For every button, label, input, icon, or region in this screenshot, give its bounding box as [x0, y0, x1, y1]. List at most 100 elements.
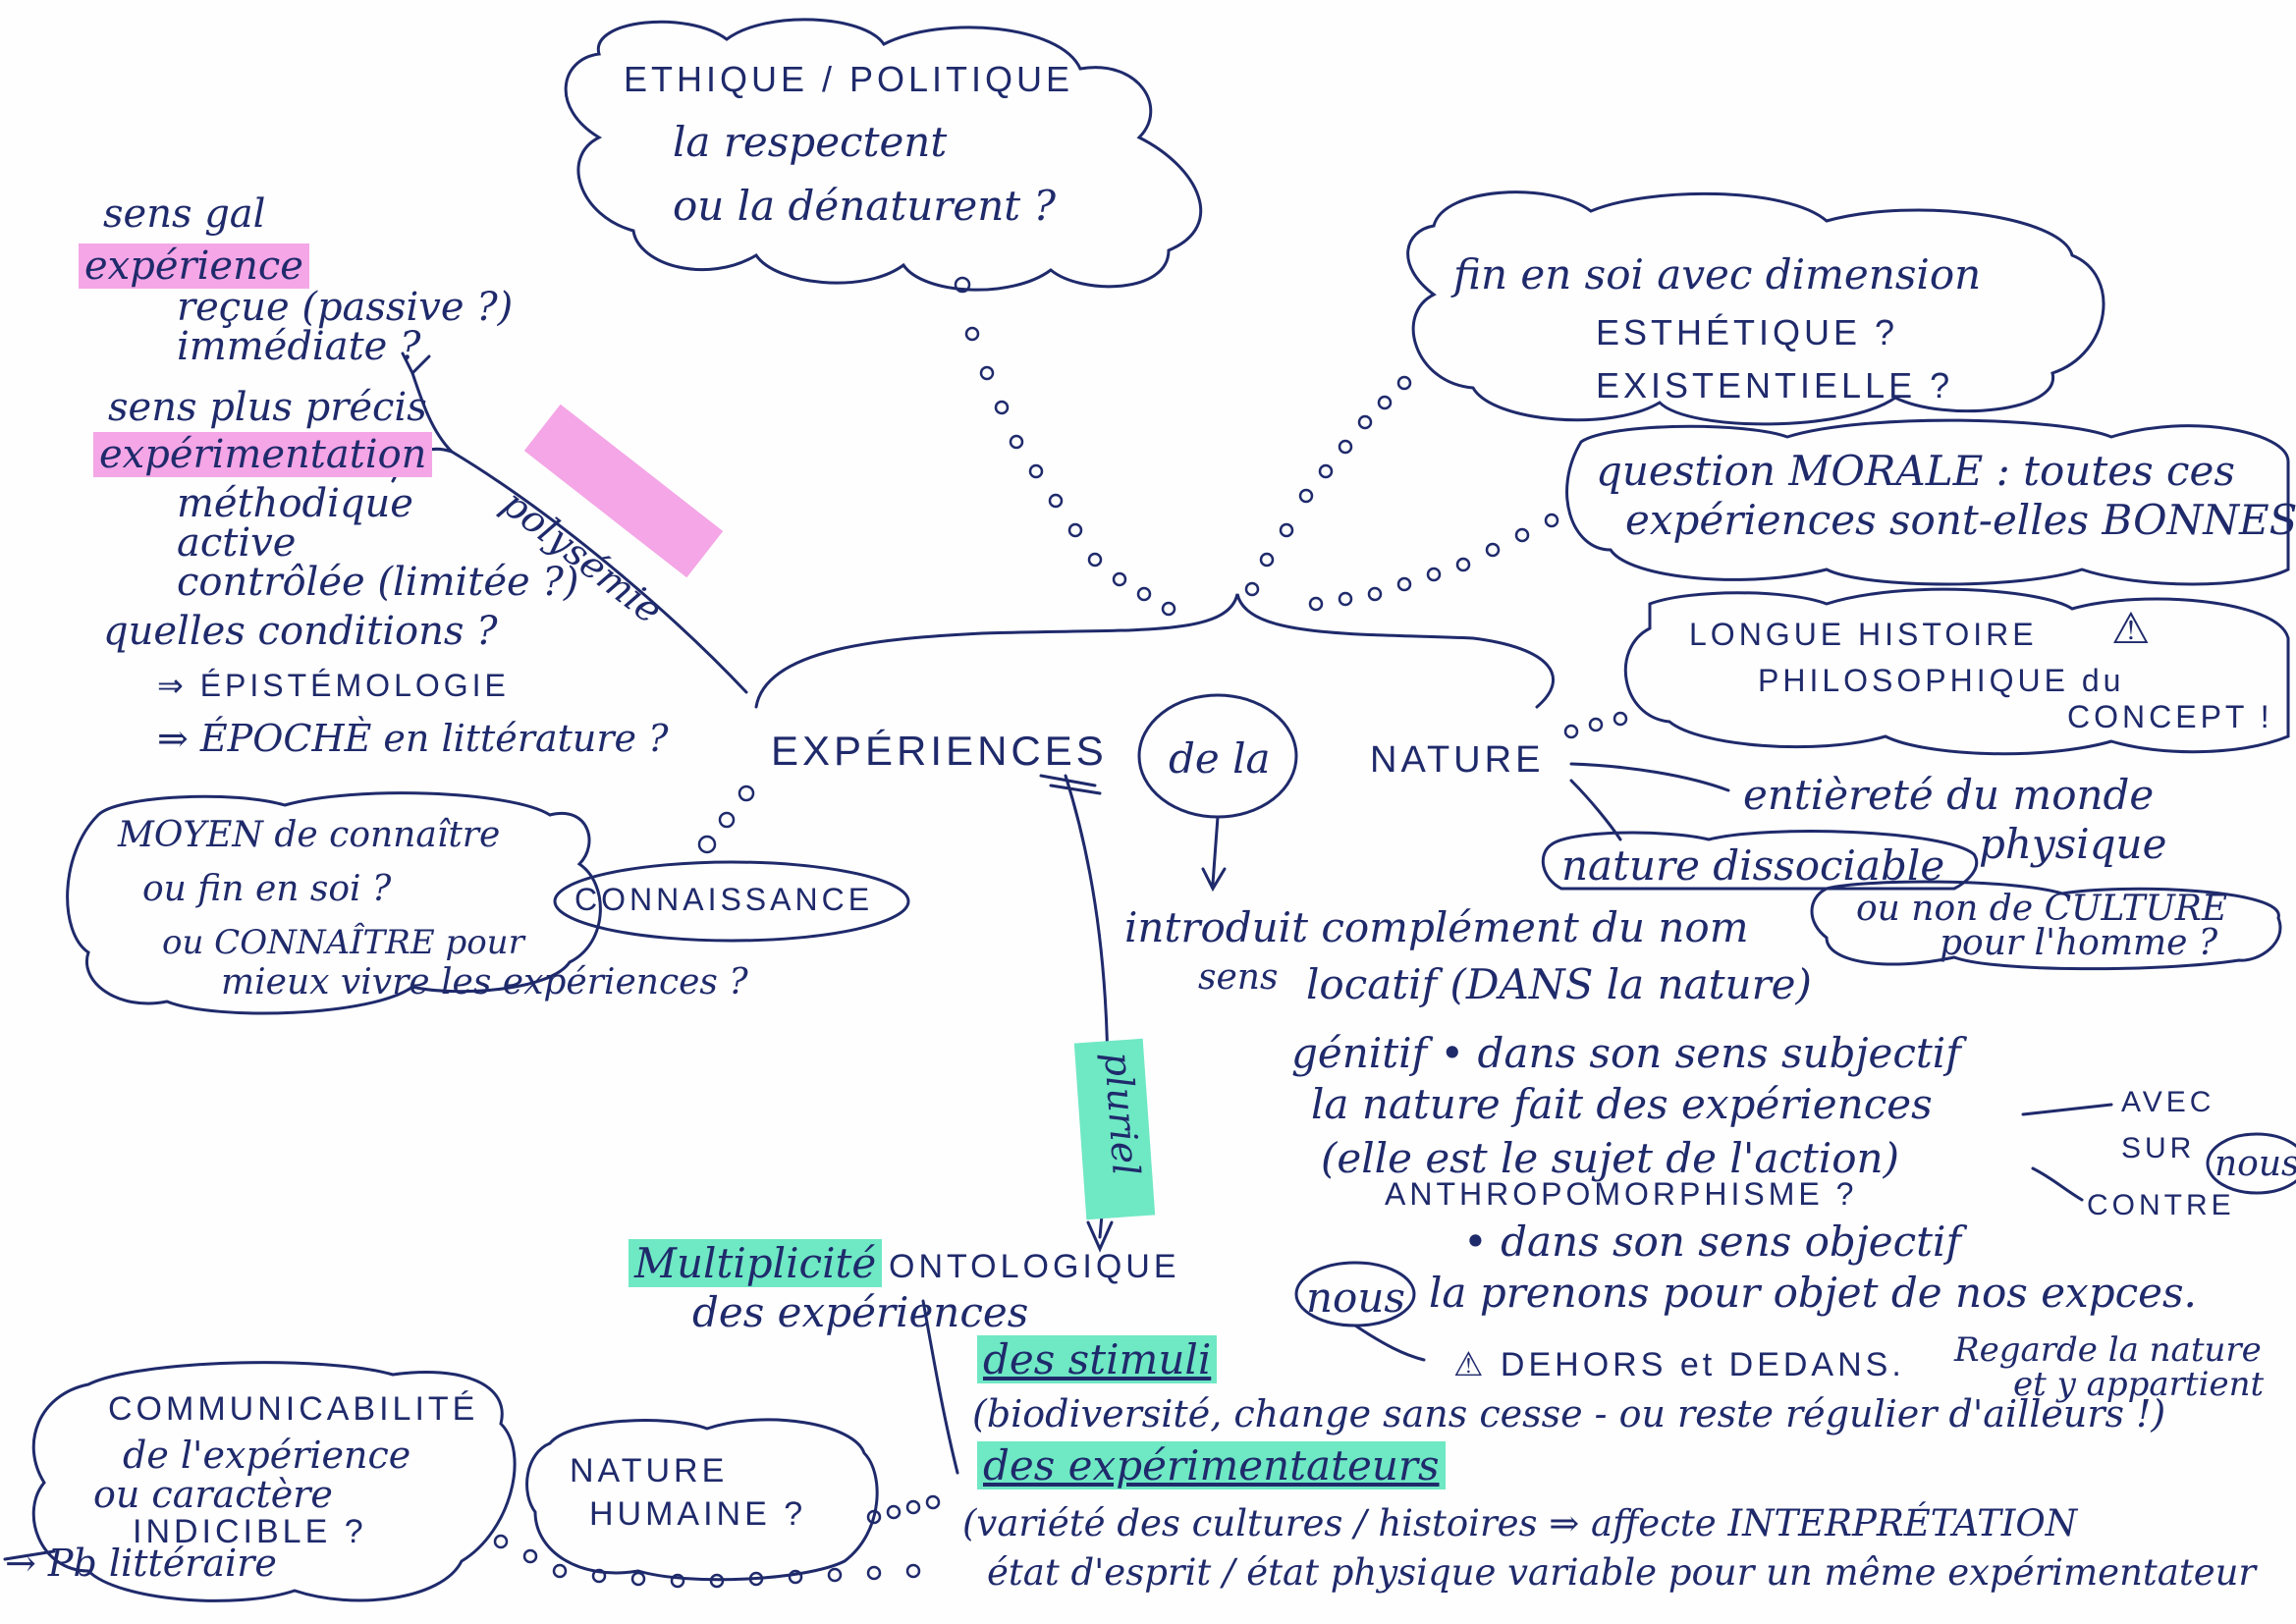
warning-icon: ⚠ — [2111, 604, 2151, 654]
stimuli-arrow — [921, 1299, 959, 1475]
controlee-text: contrôlée (limitée ?) — [177, 560, 579, 605]
dissociable-cloud — [1541, 830, 1978, 891]
appartient-text: et y appartient — [2013, 1365, 2265, 1404]
immediate-text: immédiate ? — [177, 324, 421, 369]
sens-precis: sens plus précis — [108, 385, 427, 430]
conditions-text: quelles conditions ? — [103, 609, 498, 654]
avec-text: AVEC — [2121, 1086, 2215, 1118]
methodique-text: méthodique — [177, 481, 413, 526]
pb-arrow — [3, 1549, 56, 1561]
bubble-chains — [493, 276, 1628, 1589]
experiences-underline — [1039, 774, 1097, 787]
etat-text: état d'esprit / état physique variable p… — [987, 1551, 2257, 1594]
comm-line1: COMMUNICABILITÉ — [108, 1390, 479, 1428]
fin-line1: fin en soi avec dimension — [1453, 250, 1982, 298]
multiplicite-label: Multiplicité — [629, 1239, 883, 1287]
humaine-line1: NATURE — [570, 1452, 729, 1489]
anthropo-text: ANTHROPOMORPHISME ? — [1385, 1176, 1858, 1212]
humaine-line2: HUMAINE ? — [589, 1495, 807, 1533]
connaissance-line4: mieux vivre les expériences ? — [221, 962, 748, 1002]
pluriel-band — [1073, 1038, 1156, 1220]
sur-text: SUR — [2121, 1132, 2196, 1164]
stimuli-label: des stimuli — [977, 1335, 1218, 1383]
regarde-text: Regarde la nature — [1954, 1330, 2262, 1370]
pluriel-arrow — [1086, 1220, 1114, 1253]
epoche-text: ⇒ ÉPOCHÈ en littérature ? — [157, 717, 669, 760]
communicabilite-cloud — [31, 1361, 517, 1602]
experimentation-label: expérimentation — [93, 432, 433, 477]
poly-arrow1 — [401, 352, 431, 375]
locatif-text: locatif (DANS la nature) — [1306, 960, 1812, 1008]
ethique-line3: ou la dénaturent ? — [673, 182, 1056, 230]
fin-cloud — [1406, 190, 2105, 426]
culture2-text: pour l'homme ? — [1940, 923, 2218, 963]
dissociable-text: nature dissociable — [1561, 841, 1945, 890]
histoire-cloud — [1623, 587, 2290, 756]
connaissance-line1: MOYEN de connaître — [118, 815, 501, 855]
experience-label: expérience — [79, 244, 309, 289]
connaissance-cloud — [66, 791, 602, 1015]
culture1-text: ou non de CULTURE — [1856, 889, 2228, 929]
histoire-line2: PHILOSOPHIQUE du — [1758, 663, 2125, 698]
variete-text: (variété des cultures / histoires ⇒ affe… — [962, 1502, 2078, 1544]
epistemologie-text: ⇒ ÉPISTÉMOLOGIE — [157, 668, 510, 703]
sens-gal: sens gal — [103, 191, 266, 237]
morale-cloud — [1565, 418, 2290, 586]
stimuli-detail: (biodiversité, change sans cesse - ou re… — [972, 1392, 2166, 1435]
center-nature: NATURE — [1370, 739, 1545, 781]
culture-cloud — [1810, 880, 2282, 971]
morale-line1: question MORALE : toutes ces — [1596, 447, 2235, 495]
center-brace — [754, 593, 1556, 709]
ethique-title: ETHIQUE / POLITIQUE — [624, 59, 1074, 99]
connaissance-line3: ou CONNAÎTRE pour — [162, 923, 524, 962]
comm-line3: ou caractère — [93, 1473, 333, 1516]
center-de-la: de la — [1169, 734, 1271, 783]
ethique-line2: la respectent — [673, 118, 948, 166]
experimentateurs-label: des expérimentateurs — [977, 1441, 1446, 1489]
sujet-text: (elle est le sujet de l'action) — [1321, 1134, 1899, 1182]
connaissance-label: CONNAISSANCE — [574, 882, 874, 917]
nous-text: nous — [1306, 1273, 1405, 1322]
nous-dehors-arrow — [1353, 1324, 1426, 1362]
fin-line3: EXISTENTIELLE ? — [1596, 365, 1954, 406]
prenons-text: la prenons pour objet de nos expces. — [1429, 1269, 2197, 1317]
objectif-text: • dans son sens objectif — [1463, 1218, 1962, 1266]
polysemie-band — [523, 404, 724, 578]
de-la-arrow — [1211, 815, 1220, 886]
genitif-text: génitif • dans son sens subjectif — [1291, 1029, 1961, 1077]
de-la-arrowhead — [1201, 867, 1227, 893]
fin-line2: ESTHÉTIQUE ? — [1596, 312, 1899, 352]
fait-text: la nature fait des expériences — [1311, 1080, 1933, 1128]
des-experiences-text: des expériences — [692, 1288, 1029, 1336]
histoire-line1: LONGUE HISTOIRE — [1689, 617, 2038, 652]
contre-text: CONTRE — [2087, 1189, 2235, 1221]
active-text: active — [177, 520, 297, 566]
ethique-cloud — [564, 18, 1203, 292]
morale-line2: expériences sont-elles BONNES — [1625, 496, 2296, 544]
center-experiences: EXPÉRIENCES — [771, 728, 1108, 774]
entierete-line — [1569, 762, 1730, 792]
dehors-text: ⚠ DEHORS et DEDANS. — [1453, 1346, 1905, 1383]
ontologique-text: ONTOLOGIQUE — [889, 1248, 1180, 1285]
nous2-text: nous — [2214, 1144, 2296, 1184]
recue-text: reçue (passive ?) — [177, 285, 514, 330]
comm-line2: de l'expérience — [123, 1434, 411, 1477]
nous2-ellipse — [2206, 1132, 2296, 1195]
histoire-line3: CONCEPT ! — [2067, 699, 2273, 734]
avec-arrow — [2021, 1103, 2113, 1116]
humaine-cloud — [525, 1418, 879, 1582]
introduit-text: introduit complément du nom — [1124, 903, 1749, 951]
connaissance-line2: ou fin en soi ? — [142, 869, 392, 909]
connaissance-ellipse — [553, 860, 910, 943]
physique-text: physique — [1979, 820, 2167, 868]
dissociable-line — [1569, 779, 1622, 841]
entierete-text: entièreté du monde — [1743, 771, 2155, 819]
pb-litteraire: → Pb littéraire — [5, 1542, 277, 1585]
pluriel-label: pluriel — [1096, 1051, 1148, 1177]
comm-line4: INDICIBLE ? — [133, 1513, 367, 1550]
polysemie-line — [410, 371, 748, 694]
sens-text: sens — [1198, 957, 1279, 998]
contre-arrow — [2031, 1166, 2084, 1202]
